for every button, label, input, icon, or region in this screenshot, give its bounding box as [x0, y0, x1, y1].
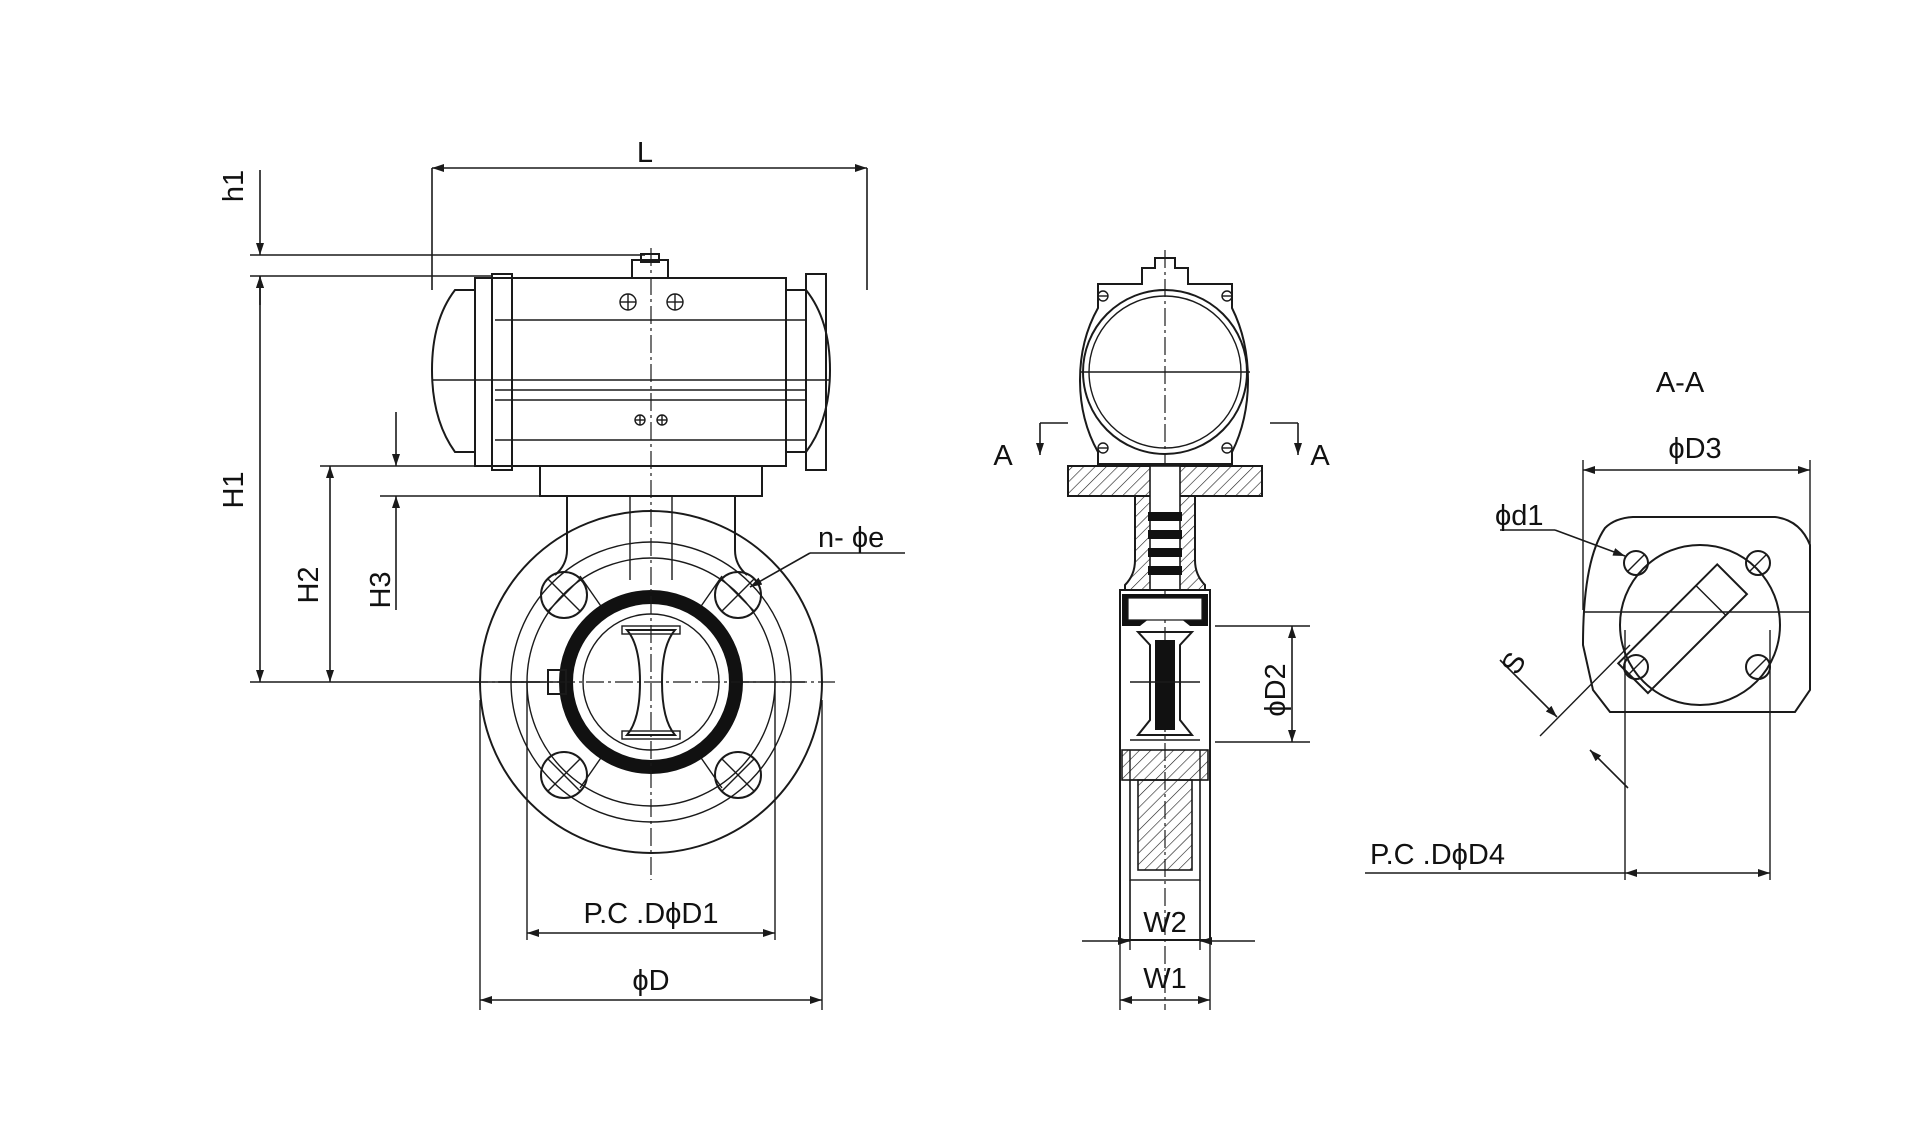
label-S: S — [1496, 647, 1533, 680]
bolt-hole-icon — [714, 751, 762, 799]
stem-packing — [1148, 512, 1182, 575]
actuator-end — [1078, 257, 1250, 465]
label-d1: ϕd1 — [1495, 500, 1544, 532]
screw-icon — [1097, 290, 1109, 302]
section-a-a: A-A ϕD3 ϕd1 S P.C .DϕD4 — [1365, 367, 1811, 880]
bolt-hole-icon — [1745, 654, 1771, 680]
bolt-hole-icon — [1623, 550, 1649, 576]
actuator-body — [430, 253, 832, 471]
label-H3: H3 — [365, 571, 397, 608]
label-D3: ϕD3 — [1668, 433, 1721, 465]
label-D2: ϕD2 — [1260, 663, 1292, 716]
screw-icon — [1097, 442, 1109, 454]
side-view: A A ϕD2 W2 W1 — [993, 250, 1330, 1010]
label-A-right: A — [1310, 440, 1330, 472]
valve-disc — [624, 629, 678, 736]
label-W1: W1 — [1143, 963, 1187, 995]
screw-icon — [634, 414, 646, 426]
bolt-hole-icon — [540, 751, 588, 799]
label-H1: H1 — [218, 471, 250, 508]
front-view: L h1 H1 H2 H3 n- ϕe P.C .DϕD1 ϕD — [218, 137, 905, 1010]
label-D4: P.C .DϕD4 — [1370, 839, 1505, 871]
label-D1: P.C .DϕD1 — [584, 898, 719, 930]
label-L: L — [637, 137, 653, 169]
label-H2: H2 — [293, 566, 325, 603]
flange-circle — [1619, 544, 1781, 706]
bolt-hole-icon — [714, 571, 762, 619]
screw-icon — [666, 293, 684, 311]
bolt-hole-icon — [1745, 550, 1771, 576]
label-W2: W2 — [1143, 907, 1187, 939]
screw-icon — [1221, 290, 1233, 302]
screw-icon — [619, 293, 637, 311]
label-h1: h1 — [218, 170, 250, 202]
label-D: ϕD — [632, 965, 669, 997]
label-A-left: A — [993, 440, 1013, 472]
bolt-hole-icon — [540, 571, 588, 619]
flange-plate — [1581, 516, 1811, 713]
screw-icon — [656, 414, 668, 426]
bolt-hole-icon — [1623, 654, 1649, 680]
valve-body-side — [1119, 589, 1211, 941]
screw-icon — [1221, 442, 1233, 454]
disc-side — [1155, 640, 1175, 730]
label-n-e: n- ϕe — [818, 522, 884, 554]
stem-square — [1616, 562, 1749, 695]
section-title: A-A — [1656, 367, 1705, 399]
